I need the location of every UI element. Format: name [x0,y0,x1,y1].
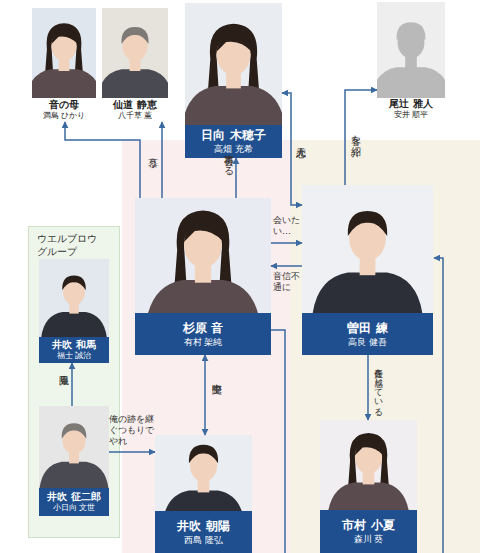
actor-name: 福士 誠治 [57,351,92,361]
name-bar: 市村 小夏森川 葵 [320,510,417,553]
character-name: 井吹 征二郎 [47,491,100,503]
portrait-photo [39,406,109,488]
character-name: 仙道 静恵 [113,99,156,111]
person-card: 音の母満島 ひかり [32,8,96,122]
actor-name: 高良 健吾 [348,336,387,348]
edge-label: 見限る [57,368,69,379]
actor-name: 満島 ひかり [43,111,86,121]
group-title: ウエルブロウ グループ [37,232,107,258]
portrait-photo [185,3,282,125]
character-name: 井吹 和馬 [52,339,95,351]
portrait-photo [377,2,445,98]
edge-label: 音信不通に [273,271,301,293]
edge-label: 責任を感じている [373,362,384,412]
relation-arrow [161,122,163,198]
actor-name: 西島 隆弘 [184,534,223,546]
person-card: 井吹 征二郎小日向 文世 [39,406,109,516]
edge-label: 俺の跡を継ぐつもりでやれ [109,414,155,447]
name-bar: 仙道 静恵八千草 薫 [102,98,168,122]
leader-line [271,330,285,553]
relation-arrow [204,355,206,435]
relation-arrow [235,158,237,198]
portrait-photo [135,198,271,313]
person-card: 仙道 静恵八千草 薫 [102,8,168,122]
character-name: 日向 木穂子 [201,128,265,143]
character-name: 音の母 [49,99,79,111]
actor-name: 小日向 文世 [53,503,96,513]
name-bar: 井吹 和馬福士 誠治 [39,337,109,363]
character-name: 井吹 朝陽 [177,519,229,534]
person-card: 曽田 練高良 健吾 [302,185,433,355]
relation-arrow [282,93,302,205]
character-name: 曽田 練 [347,321,387,336]
group-box: ウエルブロウ グループ井吹 和馬福士 誠治井吹 征二郎小日向 文世 [28,226,120,538]
leader-line [434,258,443,553]
relation-arrow [367,355,369,420]
actor-name: 森川 葵 [354,533,384,545]
actor-name: 安井 順平 [394,110,429,120]
person-card: 日向 木穂子高畑 充希 [185,3,282,158]
person-card: 杉原 音有村 架純 [135,198,271,355]
person-card: 井吹 朝陽西島 隆弘 [155,435,252,553]
name-bar: 尾辻 雅人安井 順平 [377,98,445,120]
relation-arrow [271,265,302,267]
edge-label: 会いたい… [273,215,301,237]
relation-arrow [65,122,140,198]
portrait-photo [320,420,417,510]
name-bar: 井吹 朝陽西島 隆弘 [155,511,252,553]
portrait-photo [302,185,433,313]
character-name: 尾辻 雅人 [389,98,432,110]
edge-label: 再会する [222,148,234,170]
character-name: 杉原 音 [183,321,223,336]
portrait-photo [155,435,252,511]
actor-name: 有村 架純 [184,336,223,348]
relation-arrow [345,90,377,185]
name-bar: 音の母満島 ひかり [32,98,96,122]
person-card: 市村 小夏森川 葵 [320,420,417,553]
name-bar: 曽田 練高良 健吾 [302,313,433,355]
relation-arrow [271,242,302,244]
portrait-photo [39,259,109,337]
edge-label: 客を紹介 [349,128,361,139]
name-bar: 杉原 音有村 架純 [135,313,271,355]
edge-label: 慕う [146,150,158,161]
person-card: 井吹 和馬福士 誠治 [39,259,109,363]
portrait-photo [32,8,96,98]
portrait-photo [102,8,168,98]
actor-name: 八千草 薫 [118,111,153,121]
name-bar: 井吹 征二郎小日向 文世 [39,488,109,516]
person-card: 尾辻 雅人安井 順平 [377,2,445,120]
character-name: 市村 小夏 [342,518,394,533]
